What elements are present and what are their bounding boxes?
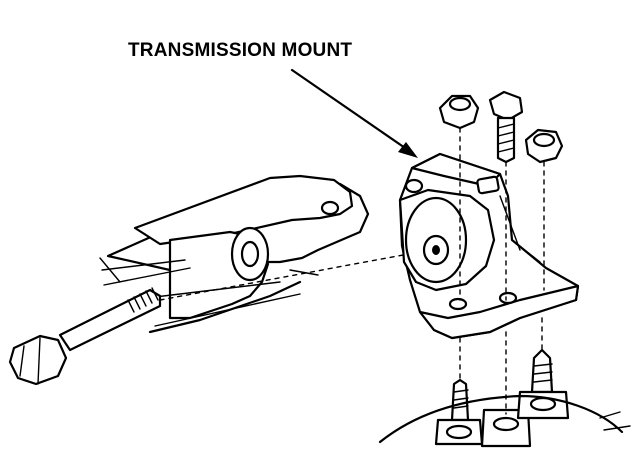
callout-leader-arrow bbox=[290, 68, 418, 158]
mount-stud-left bbox=[434, 337, 484, 446]
transmission-case-base bbox=[378, 394, 631, 444]
mount-bolt-center bbox=[488, 90, 524, 301]
mount-bolt-right bbox=[524, 128, 564, 291]
transmission-mount bbox=[398, 152, 580, 340]
transmission-mount-callout: TRANSMISSION MOUNT bbox=[128, 40, 353, 61]
through-bolt bbox=[8, 249, 431, 386]
mount-stud-right bbox=[516, 317, 570, 420]
mount-bolt-left bbox=[438, 94, 480, 301]
mount-stud-center bbox=[480, 331, 532, 448]
transmission-bracket-arm bbox=[99, 174, 370, 334]
